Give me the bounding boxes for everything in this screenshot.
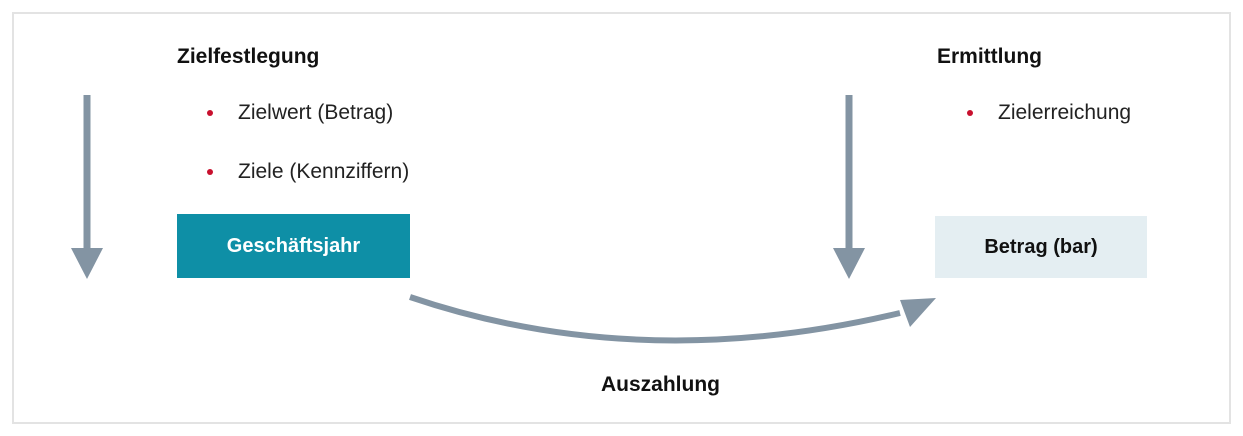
bullet-text: Ziele (Kennziffern) (238, 160, 410, 183)
down-arrow-icon-right (833, 95, 865, 279)
down-arrow-icon-left (71, 95, 103, 279)
bullet-text: Zielerreichung (998, 101, 1132, 124)
left-heading: Zielfestlegung (177, 45, 320, 68)
right-heading: Ermittlung (937, 45, 1042, 68)
bullet-icon (207, 110, 213, 116)
bullet-icon (207, 169, 213, 175)
bullet-text: Zielwert (Betrag) (238, 101, 394, 124)
bullet-icon (967, 110, 973, 116)
payout-label: Auszahlung (601, 373, 720, 396)
curved-arrow-icon (409, 294, 936, 344)
fiscal-year-box: Geschäftsjahr (177, 214, 410, 278)
amount-box: Betrag (bar) (935, 216, 1147, 278)
